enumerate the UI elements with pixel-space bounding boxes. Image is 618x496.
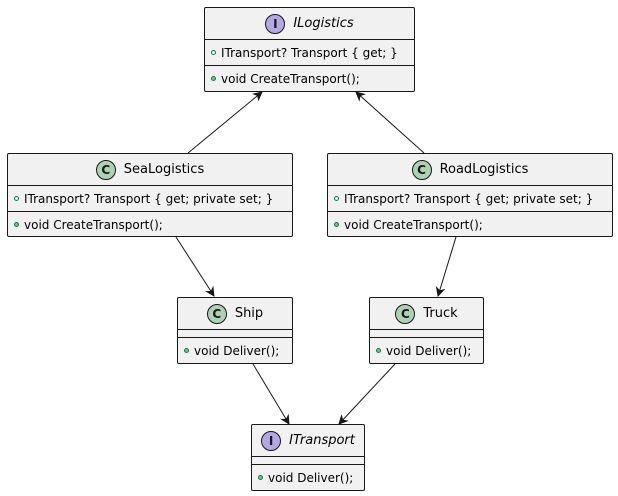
field-ilogistics-transport: ITransport? Transport { get; } xyxy=(205,40,414,65)
method-text: void CreateTransport(); xyxy=(24,217,163,232)
fields-compartment-itransport xyxy=(252,456,364,464)
edge-ship-to-itransport xyxy=(252,363,290,425)
class-badge-icon: C xyxy=(95,159,116,180)
methods-compartment-roadlogistics: void CreateTransport(); xyxy=(328,211,612,237)
fields-compartment-roadlogistics: ITransport? Transport { get; private set… xyxy=(328,185,612,211)
edge-truck-to-itransport xyxy=(338,363,396,425)
field-text: ITransport? Transport { get; private set… xyxy=(24,191,274,206)
class-box-ship: C Ship void Deliver(); xyxy=(177,297,293,364)
class-box-sealogistics: C SeaLogistics ITransport? Transport { g… xyxy=(7,153,293,237)
method-text: void CreateTransport(); xyxy=(221,71,360,86)
class-box-truck: C Truck void Deliver(); xyxy=(369,297,484,364)
class-box-roadlogistics: C RoadLogistics ITransport? Transport { … xyxy=(327,153,613,237)
class-name-ilogistics: ILogistics xyxy=(293,16,354,31)
method-text: void Deliver(); xyxy=(194,343,280,358)
class-box-itransport: I ITransport void Deliver(); xyxy=(251,424,365,491)
fields-compartment-truck xyxy=(370,329,483,337)
methods-compartment-ship: void Deliver(); xyxy=(178,337,292,363)
edge-roadlogistics-to-truck xyxy=(435,236,457,297)
class-name-sealogistics: SeaLogistics xyxy=(123,162,205,177)
class-badge-icon: C xyxy=(206,303,227,324)
class-header-ship: C Ship xyxy=(178,298,292,329)
class-badge-icon: C xyxy=(395,303,416,324)
class-name-truck: Truck xyxy=(423,306,458,321)
public-field-icon xyxy=(14,196,19,201)
class-name-roadlogistics: RoadLogistics xyxy=(439,162,529,177)
method-ilogistics-createtransport: void CreateTransport(); xyxy=(205,66,414,91)
public-method-icon xyxy=(376,348,381,353)
interface-badge-icon: I xyxy=(261,430,282,451)
method-text: void Deliver(); xyxy=(386,343,472,358)
class-name-ship: Ship xyxy=(234,306,264,321)
method-truck-deliver: void Deliver(); xyxy=(370,338,483,363)
method-sealogistics-createtransport: void CreateTransport(); xyxy=(8,212,292,237)
public-method-icon xyxy=(184,348,189,353)
class-header-roadlogistics: C RoadLogistics xyxy=(328,154,612,185)
field-text: ITransport? Transport { get; private set… xyxy=(344,191,594,206)
method-roadlogistics-createtransport: void CreateTransport(); xyxy=(328,212,612,237)
class-box-ilogistics: I ILogistics ITransport? Transport { get… xyxy=(204,7,415,92)
class-header-truck: C Truck xyxy=(370,298,483,329)
field-roadlogistics-transport: ITransport? Transport { get; private set… xyxy=(328,186,612,211)
edge-sealogistics-to-ilogistics xyxy=(187,91,263,154)
field-sealogistics-transport: ITransport? Transport { get; private set… xyxy=(8,186,292,211)
method-itransport-deliver: void Deliver(); xyxy=(252,465,364,490)
method-ship-deliver: void Deliver(); xyxy=(178,338,292,363)
public-method-icon xyxy=(334,222,339,227)
method-text: void CreateTransport(); xyxy=(344,217,483,232)
fields-compartment-ilogistics: ITransport? Transport { get; } xyxy=(205,39,414,65)
public-method-icon xyxy=(211,76,216,81)
interface-badge-icon: I xyxy=(265,13,286,34)
methods-compartment-itransport: void Deliver(); xyxy=(252,464,364,490)
class-badge-icon: C xyxy=(411,159,432,180)
public-field-icon xyxy=(211,50,216,55)
field-text: ITransport? Transport { get; } xyxy=(221,45,398,60)
public-method-icon xyxy=(258,475,263,480)
methods-compartment-sealogistics: void CreateTransport(); xyxy=(8,211,292,237)
fields-compartment-ship xyxy=(178,329,292,337)
methods-compartment-ilogistics: void CreateTransport(); xyxy=(205,65,414,91)
fields-compartment-sealogistics: ITransport? Transport { get; private set… xyxy=(8,185,292,211)
class-name-itransport: ITransport xyxy=(289,433,355,448)
edge-roadlogistics-to-ilogistics xyxy=(355,91,425,154)
class-header-sealogistics: C SeaLogistics xyxy=(8,154,292,185)
edge-sealogistics-to-ship xyxy=(175,236,215,297)
class-header-itransport: I ITransport xyxy=(252,425,364,456)
public-field-icon xyxy=(334,196,339,201)
public-method-icon xyxy=(14,222,19,227)
methods-compartment-truck: void Deliver(); xyxy=(370,337,483,363)
class-header-ilogistics: I ILogistics xyxy=(205,8,414,39)
method-text: void Deliver(); xyxy=(268,470,354,485)
